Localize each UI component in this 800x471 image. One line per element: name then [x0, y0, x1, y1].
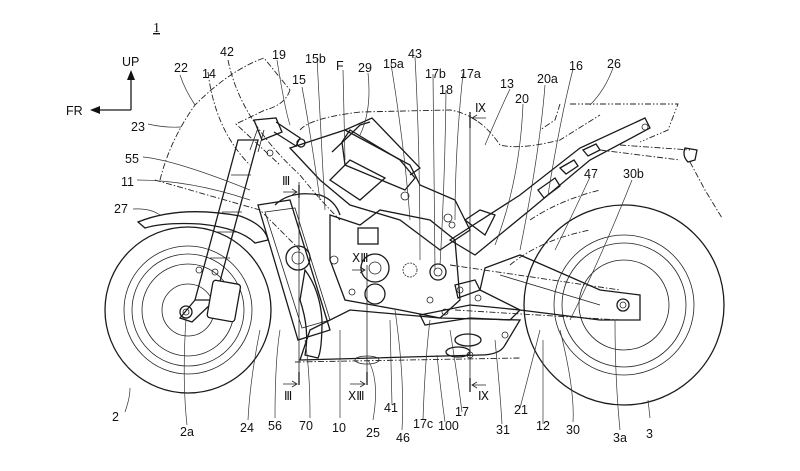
tail-lower-line	[599, 149, 681, 161]
ref-label-20: 20	[515, 92, 529, 106]
leader-lines	[124, 56, 651, 431]
ref-label-3a: 3a	[613, 431, 627, 445]
section-label-iii-top: Ⅲ	[282, 174, 290, 188]
ref-label-100: 100	[438, 419, 459, 433]
figure-number: 1	[153, 21, 160, 36]
ref-label-30: 30	[566, 423, 580, 437]
ref-label-56: 56	[268, 419, 282, 433]
ref-label-11: 11	[121, 175, 134, 189]
exhaust-header	[299, 268, 323, 359]
front-wheel	[104, 226, 272, 394]
rear-hugger-outline	[529, 189, 601, 221]
windscreen-outline	[235, 89, 291, 166]
ref-label-24: 24	[240, 421, 254, 435]
drive-chain-lower	[454, 309, 621, 321]
ref-label-F: F	[336, 59, 344, 73]
tail-light-line	[619, 144, 691, 151]
ref-label-14: 14	[202, 67, 216, 81]
swingarm-detail	[499, 274, 601, 306]
ref-label-17: 17	[455, 405, 469, 419]
ref-label-17b: 17b	[425, 67, 446, 81]
section-line-ix: Ⅸ Ⅸ	[469, 101, 489, 403]
ref-label-29: 29	[358, 61, 372, 75]
section-label-ix-top: Ⅸ	[475, 101, 486, 115]
ref-label-20a: 20a	[537, 72, 558, 86]
rear-wheel	[523, 204, 725, 406]
engine	[329, 209, 461, 319]
ref-label-2a: 2a	[180, 425, 194, 439]
lower-cowl-outline	[154, 179, 301, 251]
section-label-xiii-bottom: ⅩⅢ	[348, 389, 365, 403]
ref-label-17c: 17c	[413, 417, 433, 431]
ref-label-47: 47	[584, 167, 598, 181]
ref-label-55: 55	[125, 152, 139, 166]
ref-label-10: 10	[332, 421, 346, 435]
outline-14	[207, 71, 251, 166]
fuel-tank	[341, 129, 416, 191]
ref-label-21: 21	[514, 403, 528, 417]
front-fender	[136, 211, 269, 244]
handlebar	[249, 117, 306, 157]
ref-label-26: 26	[607, 57, 621, 71]
license-plate-bracket	[689, 161, 723, 219]
front-arrow-icon	[90, 106, 100, 114]
ref-label-46: 46	[396, 431, 410, 445]
swingarm	[479, 254, 641, 321]
ref-label-22: 22	[174, 61, 188, 75]
front-label: FR	[66, 104, 83, 118]
drive-chain-upper	[449, 264, 621, 291]
ref-label-30b: 30b	[623, 167, 644, 181]
under-cowl-outline	[294, 357, 521, 363]
seat-cowl-outline	[299, 109, 601, 148]
ref-label-27: 27	[114, 202, 128, 216]
ref-label-31: 31	[496, 423, 510, 437]
orientation-indicator: UP FR	[66, 55, 139, 118]
ref-label-18: 18	[439, 83, 453, 97]
ref-label-43: 43	[408, 47, 422, 61]
section-line-iii: Ⅲ Ⅲ	[282, 174, 300, 403]
ref-label-42: 42	[220, 45, 234, 59]
section-line-xiii: ⅩⅢ ⅩⅢ	[348, 251, 369, 403]
tail-cowl-front	[539, 103, 561, 131]
ref-label-15: 15	[292, 73, 306, 87]
ref-label-15a: 15a	[383, 57, 404, 71]
section-label-ix-bottom: Ⅸ	[478, 389, 489, 403]
section-label-iii-bottom: Ⅲ	[284, 389, 292, 403]
ref-label-2: 2	[112, 410, 119, 424]
rear-subframe	[448, 117, 651, 256]
ref-label-16: 16	[569, 59, 583, 73]
up-label: UP	[122, 55, 139, 69]
ref-label-70: 70	[299, 419, 313, 433]
section-label-xiii-top: ⅩⅢ	[352, 251, 369, 265]
inner-fender-outline	[509, 229, 591, 266]
ref-label-23: 23	[131, 120, 145, 134]
ref-label-3: 3	[646, 427, 653, 441]
ref-label-15b: 15b	[305, 52, 326, 66]
ref-label-13: 13	[500, 77, 514, 91]
tail-cowl-outline	[570, 103, 679, 143]
under-cowl	[299, 309, 522, 361]
up-arrow-icon	[127, 70, 135, 80]
ref-label-25: 25	[366, 426, 380, 440]
ref-label-17a: 17a	[460, 67, 481, 81]
ref-label-12: 12	[536, 419, 550, 433]
front-fork	[178, 139, 259, 323]
ref-label-19: 19	[272, 48, 286, 62]
ref-label-41: 41	[384, 401, 398, 415]
tail-light	[683, 147, 698, 163]
